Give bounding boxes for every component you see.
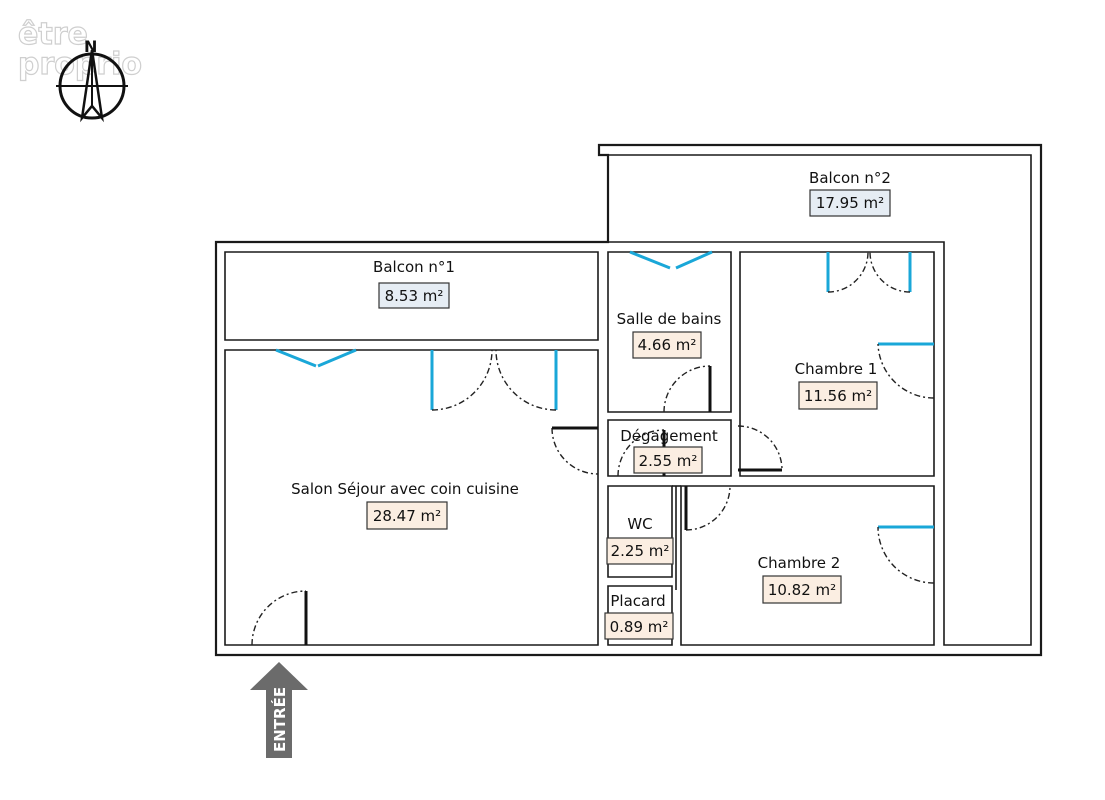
chambre-1-area: 11.56 m² <box>804 387 872 405</box>
salon-name: Salon Séjour avec coin cuisine <box>291 480 519 498</box>
entrance-label: ENTRÉE <box>270 687 289 752</box>
room-balcon-1: Balcon n°1 8.53 m² <box>373 258 455 309</box>
chambre-2-area-tag <box>762 575 842 604</box>
brand-line1: être <box>18 17 88 52</box>
balcon-2-area: 17.95 m² <box>816 194 884 212</box>
degagement-area: 2.55 m² <box>639 452 698 470</box>
salle-de-bains-name: Salle de bains <box>617 310 722 328</box>
entrance-arrow: ENTRÉE <box>250 662 308 758</box>
salon-area-tag <box>366 501 448 530</box>
chambre-2-name: Chambre 2 <box>758 554 841 572</box>
chambre-2-area: 10.82 m² <box>768 581 836 599</box>
room-chambre-1: Chambre 1 11.56 m² <box>795 360 878 410</box>
placard-area-tag <box>604 612 674 640</box>
door-swings <box>251 251 935 646</box>
balcon-1-name: Balcon n°1 <box>373 258 455 276</box>
placard-name: Placard <box>610 592 665 610</box>
balcon-1-area: 8.53 m² <box>385 287 444 305</box>
room-balcon-2: Balcon n°2 17.95 m² <box>809 169 891 217</box>
placard-area: 0.89 m² <box>610 618 669 636</box>
salon-area: 28.47 m² <box>373 507 441 525</box>
room-salon: Salon Séjour avec coin cuisine 28.47 m² <box>291 480 519 530</box>
salle-de-bains-area-tag <box>632 331 702 359</box>
wc-area-tag <box>606 537 674 565</box>
degagement-area-tag <box>633 446 703 474</box>
windows <box>275 250 934 529</box>
balcon-1-area-tag <box>378 282 450 309</box>
room-wc: WC 2.25 m² <box>606 515 674 565</box>
salle-de-bains-area: 4.66 m² <box>638 336 697 354</box>
room-degagement: Dégagement 2.55 m² <box>620 427 718 474</box>
wc-name: WC <box>627 515 652 533</box>
chambre-1-area-tag <box>798 381 878 410</box>
compass-icon: N <box>56 37 128 123</box>
room-salle-de-bains: Salle de bains 4.66 m² <box>617 310 722 359</box>
room-placard: Placard 0.89 m² <box>604 592 674 640</box>
balcon-2-area-tag <box>809 189 891 217</box>
walls <box>214 143 1043 657</box>
chambre-1-name: Chambre 1 <box>795 360 878 378</box>
room-chambre-2: Chambre 2 10.82 m² <box>758 554 842 604</box>
degagement-name: Dégagement <box>620 427 718 445</box>
balcon-2-name: Balcon n°2 <box>809 169 891 187</box>
wc-area: 2.25 m² <box>611 542 670 560</box>
brand-logo: être proprio <box>17 16 142 82</box>
compass-north-label: N <box>84 37 97 56</box>
